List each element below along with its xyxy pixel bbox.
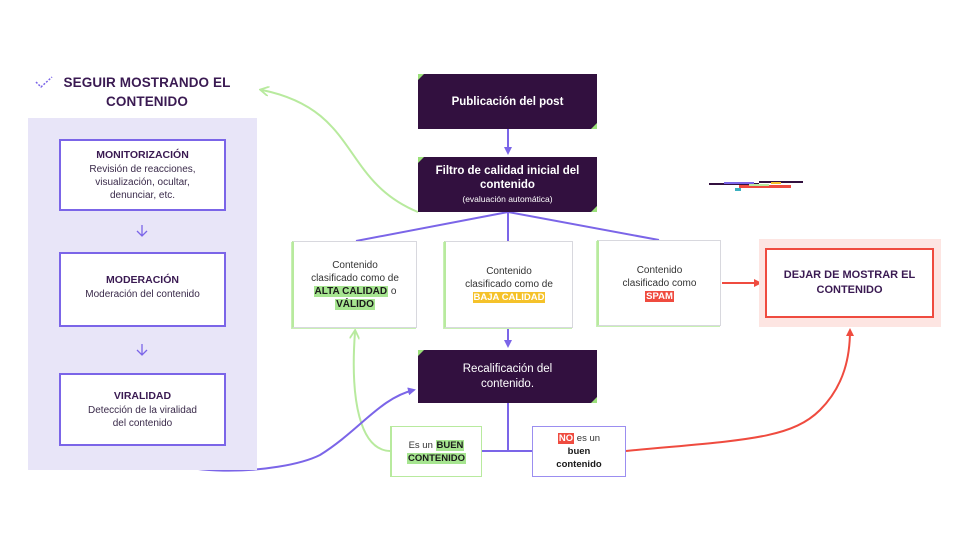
quality-filter-box[interactable]: Filtro de calidad inicial del contenido …: [418, 157, 597, 212]
arrow-good-high: [354, 332, 391, 452]
spam-line1: Contenido: [636, 264, 683, 276]
bad-line2: buen: [567, 446, 591, 457]
moderation-title: MODERACIÓN: [106, 274, 179, 286]
bad-line3: contenido: [556, 459, 602, 470]
arrow-filter-keep: [262, 90, 419, 213]
arrow-bad-stop: [625, 328, 854, 452]
good-tag2: CONTENIDO: [407, 452, 466, 464]
branch-right: [507, 211, 660, 241]
good-pre: Es un: [408, 439, 436, 451]
moderation-box[interactable]: MODERACIÓN Moderación del contenido: [59, 252, 226, 327]
virality-line1: Detección de la viralidad: [88, 405, 197, 416]
keep-showing-title: SEGUIR MOSTRANDO EL CONTENIDO: [32, 73, 262, 111]
stop-line2: CONTENIDO: [816, 284, 883, 296]
high-mid: o: [388, 285, 397, 297]
low-line1: Contenido: [486, 266, 532, 277]
monitoring-line1: Revisión de reacciones,: [89, 164, 196, 175]
good-content-box[interactable]: Es un BUEN CONTENIDO: [390, 426, 482, 477]
high-tag: ALTA CALIDAD: [313, 285, 389, 297]
monitoring-title: MONITORIZACIÓN: [96, 149, 189, 161]
filter-line1: Filtro de calidad inicial del: [435, 164, 580, 177]
requalification-box[interactable]: Recalificación del contenido.: [418, 350, 597, 403]
moderation-line1: Moderación del contenido: [85, 289, 200, 300]
good-tag1: BUEN: [435, 439, 465, 451]
recal-line2: contenido.: [480, 377, 535, 390]
stop-showing-panel: DEJAR DE MOSTRAR EL CONTENIDO: [759, 239, 941, 327]
keep-showing-panel: MONITORIZACIÓN Revisión de reacciones, v…: [28, 118, 257, 470]
low-quality-box[interactable]: Contenido clasificado como de BAJA CALID…: [444, 241, 573, 328]
filter-line2: contenido: [480, 178, 535, 191]
high-line2: clasificado como de: [311, 272, 399, 284]
spam-box[interactable]: Contenido clasificado como SPAM: [597, 240, 721, 326]
branch-left: [355, 211, 509, 242]
keep-title-line2: CONTENIDO: [106, 94, 188, 109]
spam-line2: clasificado como: [622, 277, 697, 289]
bad-tag: NO: [557, 433, 575, 444]
high-quality-box[interactable]: Contenido clasificado como de ALTA CALID…: [292, 241, 417, 328]
post-publication-box[interactable]: Publicación del post: [418, 74, 597, 129]
monitoring-box[interactable]: MONITORIZACIÓN Revisión de reacciones, v…: [59, 139, 226, 211]
recal-line1: Recalificación del: [462, 362, 553, 375]
low-line2: clasificado como de: [465, 279, 553, 290]
down-arrow-icon: [136, 344, 148, 356]
stop-line1: DEJAR DE MOSTRAR EL: [783, 269, 916, 281]
virality-box[interactable]: VIRALIDAD Detección de la viralidad del …: [59, 373, 226, 446]
spam-tag: SPAM: [645, 290, 674, 302]
monitoring-line3: denunciar, etc.: [109, 190, 176, 201]
high-line1: Contenido: [332, 259, 378, 271]
monitoring-line2: visualización, ocultar,: [95, 177, 190, 188]
stop-showing-box[interactable]: DEJAR DE MOSTRAR EL CONTENIDO: [765, 248, 934, 318]
not-good-content-box[interactable]: NO es un buen contenido: [532, 426, 626, 477]
check-icon: [35, 76, 53, 89]
low-tag: BAJA CALIDAD: [472, 292, 546, 303]
down-arrow-icon: [136, 225, 148, 237]
filter-sub: (evaluación automática): [462, 193, 553, 204]
glitch-decoration: [709, 181, 803, 191]
virality-line2: del contenido: [112, 418, 173, 429]
keep-title-line1: SEGUIR MOSTRANDO EL: [63, 75, 231, 90]
bad-post: es un: [574, 433, 601, 444]
post-label: Publicación del post: [451, 95, 564, 108]
virality-title: VIRALIDAD: [113, 390, 172, 402]
valid-tag: VÁLIDO: [335, 298, 375, 310]
